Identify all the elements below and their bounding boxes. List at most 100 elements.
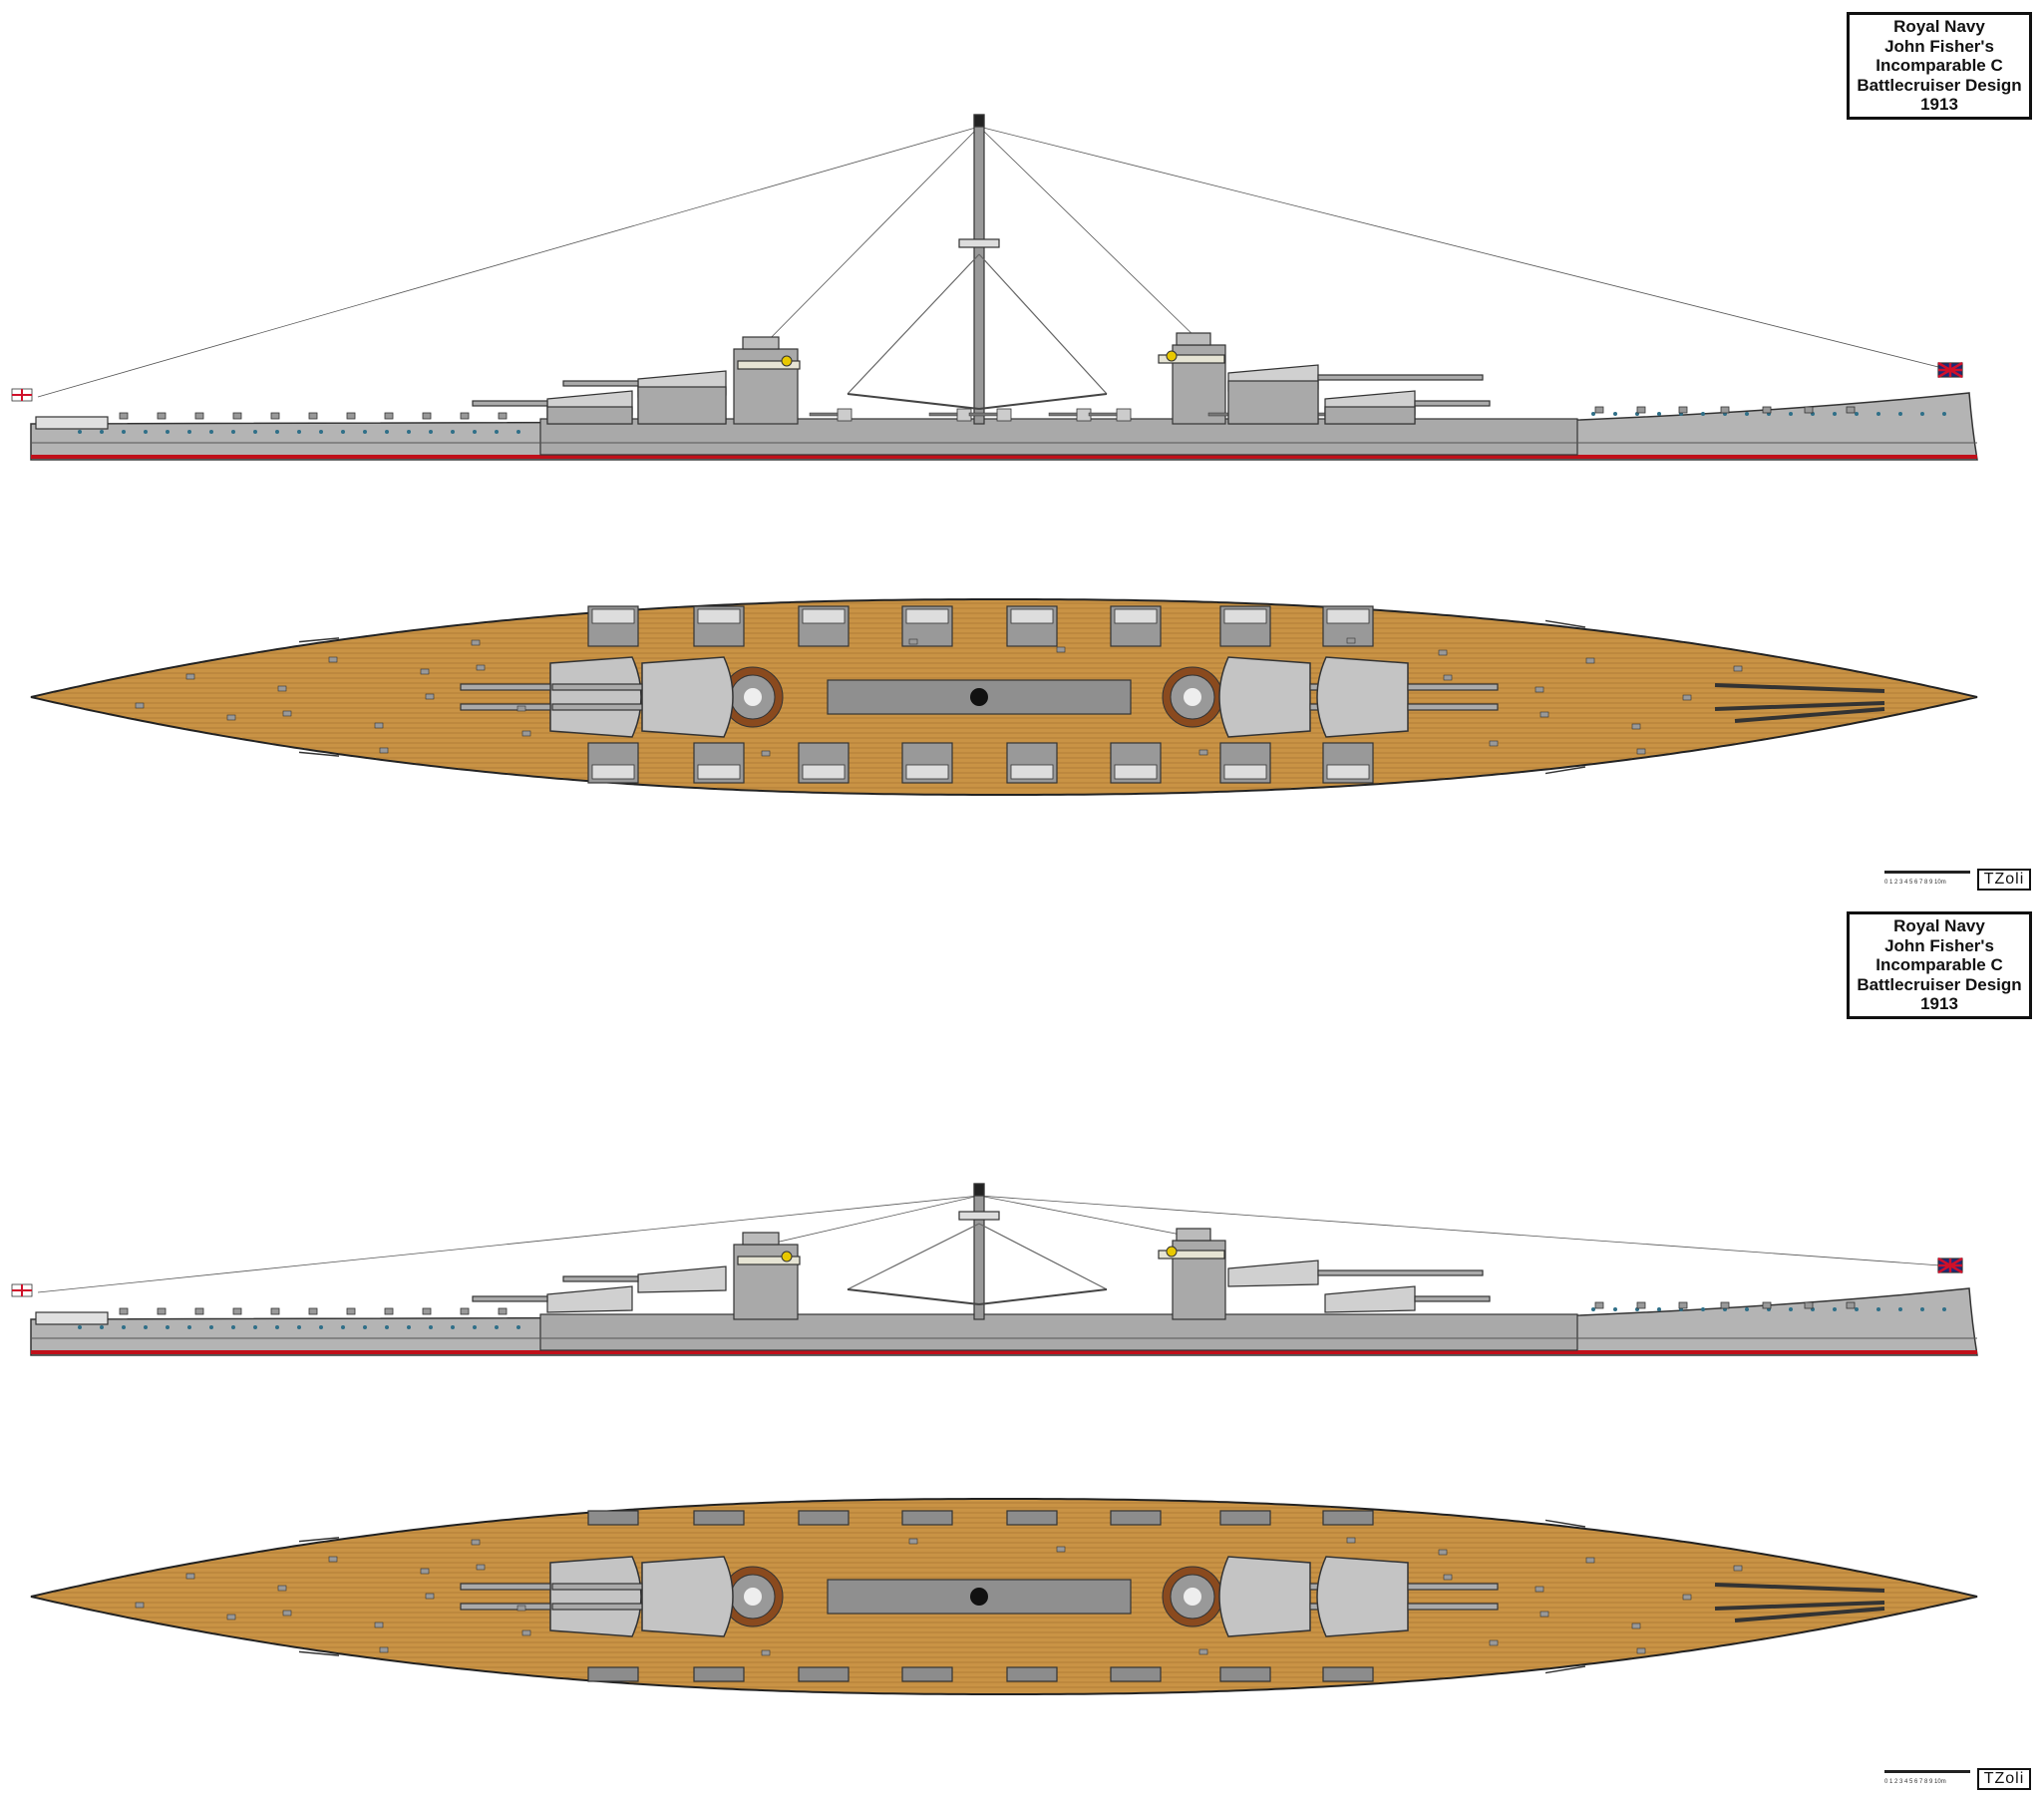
deck-fitting (328, 656, 338, 663)
porthole (1701, 1307, 1705, 1311)
deck-fitting (226, 1614, 236, 1620)
deck-fitting (119, 1307, 129, 1315)
deck-fitting (1346, 637, 1356, 644)
porthole (1920, 412, 1924, 416)
deck-fitting (1346, 1537, 1356, 1544)
union-jack-cross (1937, 361, 1963, 379)
porthole (1855, 412, 1859, 416)
porthole (231, 430, 235, 434)
porthole (1898, 412, 1902, 416)
porthole (516, 1325, 520, 1329)
deck-fitting (498, 1307, 508, 1315)
secondary-gun-mount (837, 408, 852, 422)
porthole (100, 1325, 104, 1329)
artist-signature-2: TZoli (1977, 1768, 2031, 1790)
boot-topping (31, 1350, 1977, 1354)
rangefinder-hood (744, 1588, 762, 1606)
porthole (1657, 1307, 1661, 1311)
mast-platform (958, 1211, 1000, 1221)
porthole (231, 1325, 235, 1329)
porthole (385, 1325, 389, 1329)
ensign-cross (12, 389, 32, 401)
artist-signature-1: TZoli (1977, 869, 2031, 891)
rangefinder-hood (1184, 1588, 1201, 1606)
porthole (516, 430, 520, 434)
anchor-cable (1714, 701, 1885, 711)
secondary-gun-barrel (968, 412, 998, 417)
deck-fitting (1594, 1301, 1604, 1309)
deck-fitting (308, 412, 318, 420)
porthole (253, 430, 257, 434)
main-turret-roof (549, 1556, 642, 1637)
main-turret-roof (1316, 656, 1409, 738)
deck-fitting (232, 1307, 242, 1315)
porthole (275, 1325, 279, 1329)
forward-rangefinder (1176, 332, 1211, 346)
anchor-cable (1714, 1583, 1885, 1593)
porthole (166, 430, 170, 434)
secondary-gun-barrel (1088, 412, 1118, 417)
title-line: Battlecruiser Design (1857, 974, 2022, 994)
porthole (187, 430, 191, 434)
porthole (1591, 1307, 1595, 1311)
deck-fitting (277, 1585, 287, 1592)
deck-fitting (471, 1539, 481, 1546)
casemate-hatch (901, 1510, 953, 1526)
deck-fitting (1733, 1565, 1743, 1572)
secondary-gun-barrel (928, 412, 958, 417)
main-gun-barrel (551, 1583, 643, 1591)
main-gun-barrel (551, 1603, 643, 1611)
forward-superfiring-turret (1227, 380, 1484, 1287)
deck-fitting (1489, 1639, 1499, 1646)
main-gun-barrel (551, 703, 643, 711)
porthole (1855, 1307, 1859, 1311)
porthole (451, 430, 455, 434)
deck-fitting (422, 1307, 432, 1315)
deck-fitting (157, 412, 167, 420)
mast (973, 1183, 985, 1320)
mast-base (970, 1588, 988, 1606)
deck-plan-view (30, 1498, 1978, 1695)
anchor-cable (1734, 1607, 1885, 1622)
title-line: Incomparable C (1875, 955, 2003, 974)
deck-fitting (908, 1538, 918, 1545)
rigging-wire (37, 126, 980, 398)
deck-fitting (1846, 406, 1856, 414)
title-line: John Fisher's (1884, 935, 1994, 955)
casemate-hatch (1322, 1510, 1374, 1526)
secondary-gun-barrel (1048, 412, 1078, 417)
deck-fitting (1804, 1301, 1814, 1309)
deck-fitting (1056, 646, 1066, 653)
aft-platform (737, 1256, 801, 1265)
boat-boom (1544, 766, 1586, 775)
deck-fitting (1585, 1557, 1595, 1564)
deck-fitting (1678, 406, 1688, 414)
porthole (429, 430, 433, 434)
porthole (1833, 412, 1837, 416)
casemate-hatch (1006, 1666, 1058, 1682)
casemate-hatch (693, 1666, 745, 1682)
porthole (275, 430, 279, 434)
deck-fitting (135, 702, 145, 709)
casemate-hatch (901, 1666, 953, 1682)
secondary-gun-mount (591, 764, 635, 780)
porthole (297, 430, 301, 434)
main-gun-barrel (551, 683, 643, 691)
porthole (1833, 1307, 1837, 1311)
deck-fitting (277, 685, 287, 692)
scale-bar-1: 0 1 2 3 4 5 6 7 8 9 10m (1884, 871, 1974, 886)
main-gun-barrel (1317, 1269, 1484, 1276)
secondary-gun-mount (1326, 764, 1370, 780)
deck-fitting (308, 1307, 318, 1315)
porthole (319, 430, 323, 434)
secondary-gun-mount (905, 764, 949, 780)
porthole (209, 430, 213, 434)
title-line: Battlecruiser Design (1857, 75, 2022, 95)
porthole (385, 430, 389, 434)
deck-fitting (1762, 1301, 1772, 1309)
main-turret-roof (1218, 656, 1311, 738)
deck-fitting (1762, 406, 1772, 414)
porthole (144, 430, 148, 434)
title-box-1: Royal Navy John Fisher's Incomparable C … (1847, 12, 2032, 120)
title-line: 1913 (1920, 95, 1958, 114)
